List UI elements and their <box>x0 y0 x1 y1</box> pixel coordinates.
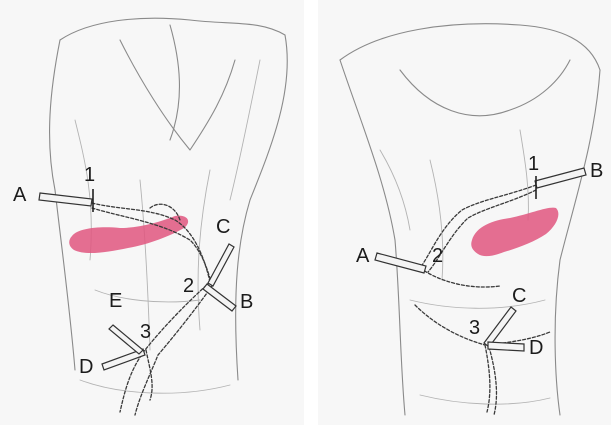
right-port-D-label: D <box>529 337 543 359</box>
right-site-3-label: 3 <box>469 317 480 339</box>
left-port-A-label: A <box>13 184 27 206</box>
left-site-3-label: 3 <box>140 321 151 343</box>
left-port-C-label: C <box>216 216 230 238</box>
right-port-B-label: B <box>590 160 603 182</box>
right-port-A-label: A <box>356 245 370 267</box>
left-site-2-label: 2 <box>183 275 194 297</box>
right-panel-background <box>318 0 611 425</box>
panel-divider <box>304 0 318 425</box>
left-panel: A B C D E 1 2 3 <box>0 0 304 425</box>
left-port-D-label: D <box>79 356 93 378</box>
right-site-2-label: 2 <box>432 245 443 267</box>
left-port-E-label: E <box>109 290 122 312</box>
left-site-1-label: 1 <box>84 164 95 186</box>
left-port-B-label: B <box>240 291 253 313</box>
right-port-C-label: C <box>512 285 526 307</box>
right-site-1-label: 1 <box>528 153 539 175</box>
right-trocar-D <box>488 342 524 351</box>
right-panel: A B C D 1 2 3 <box>318 0 611 425</box>
